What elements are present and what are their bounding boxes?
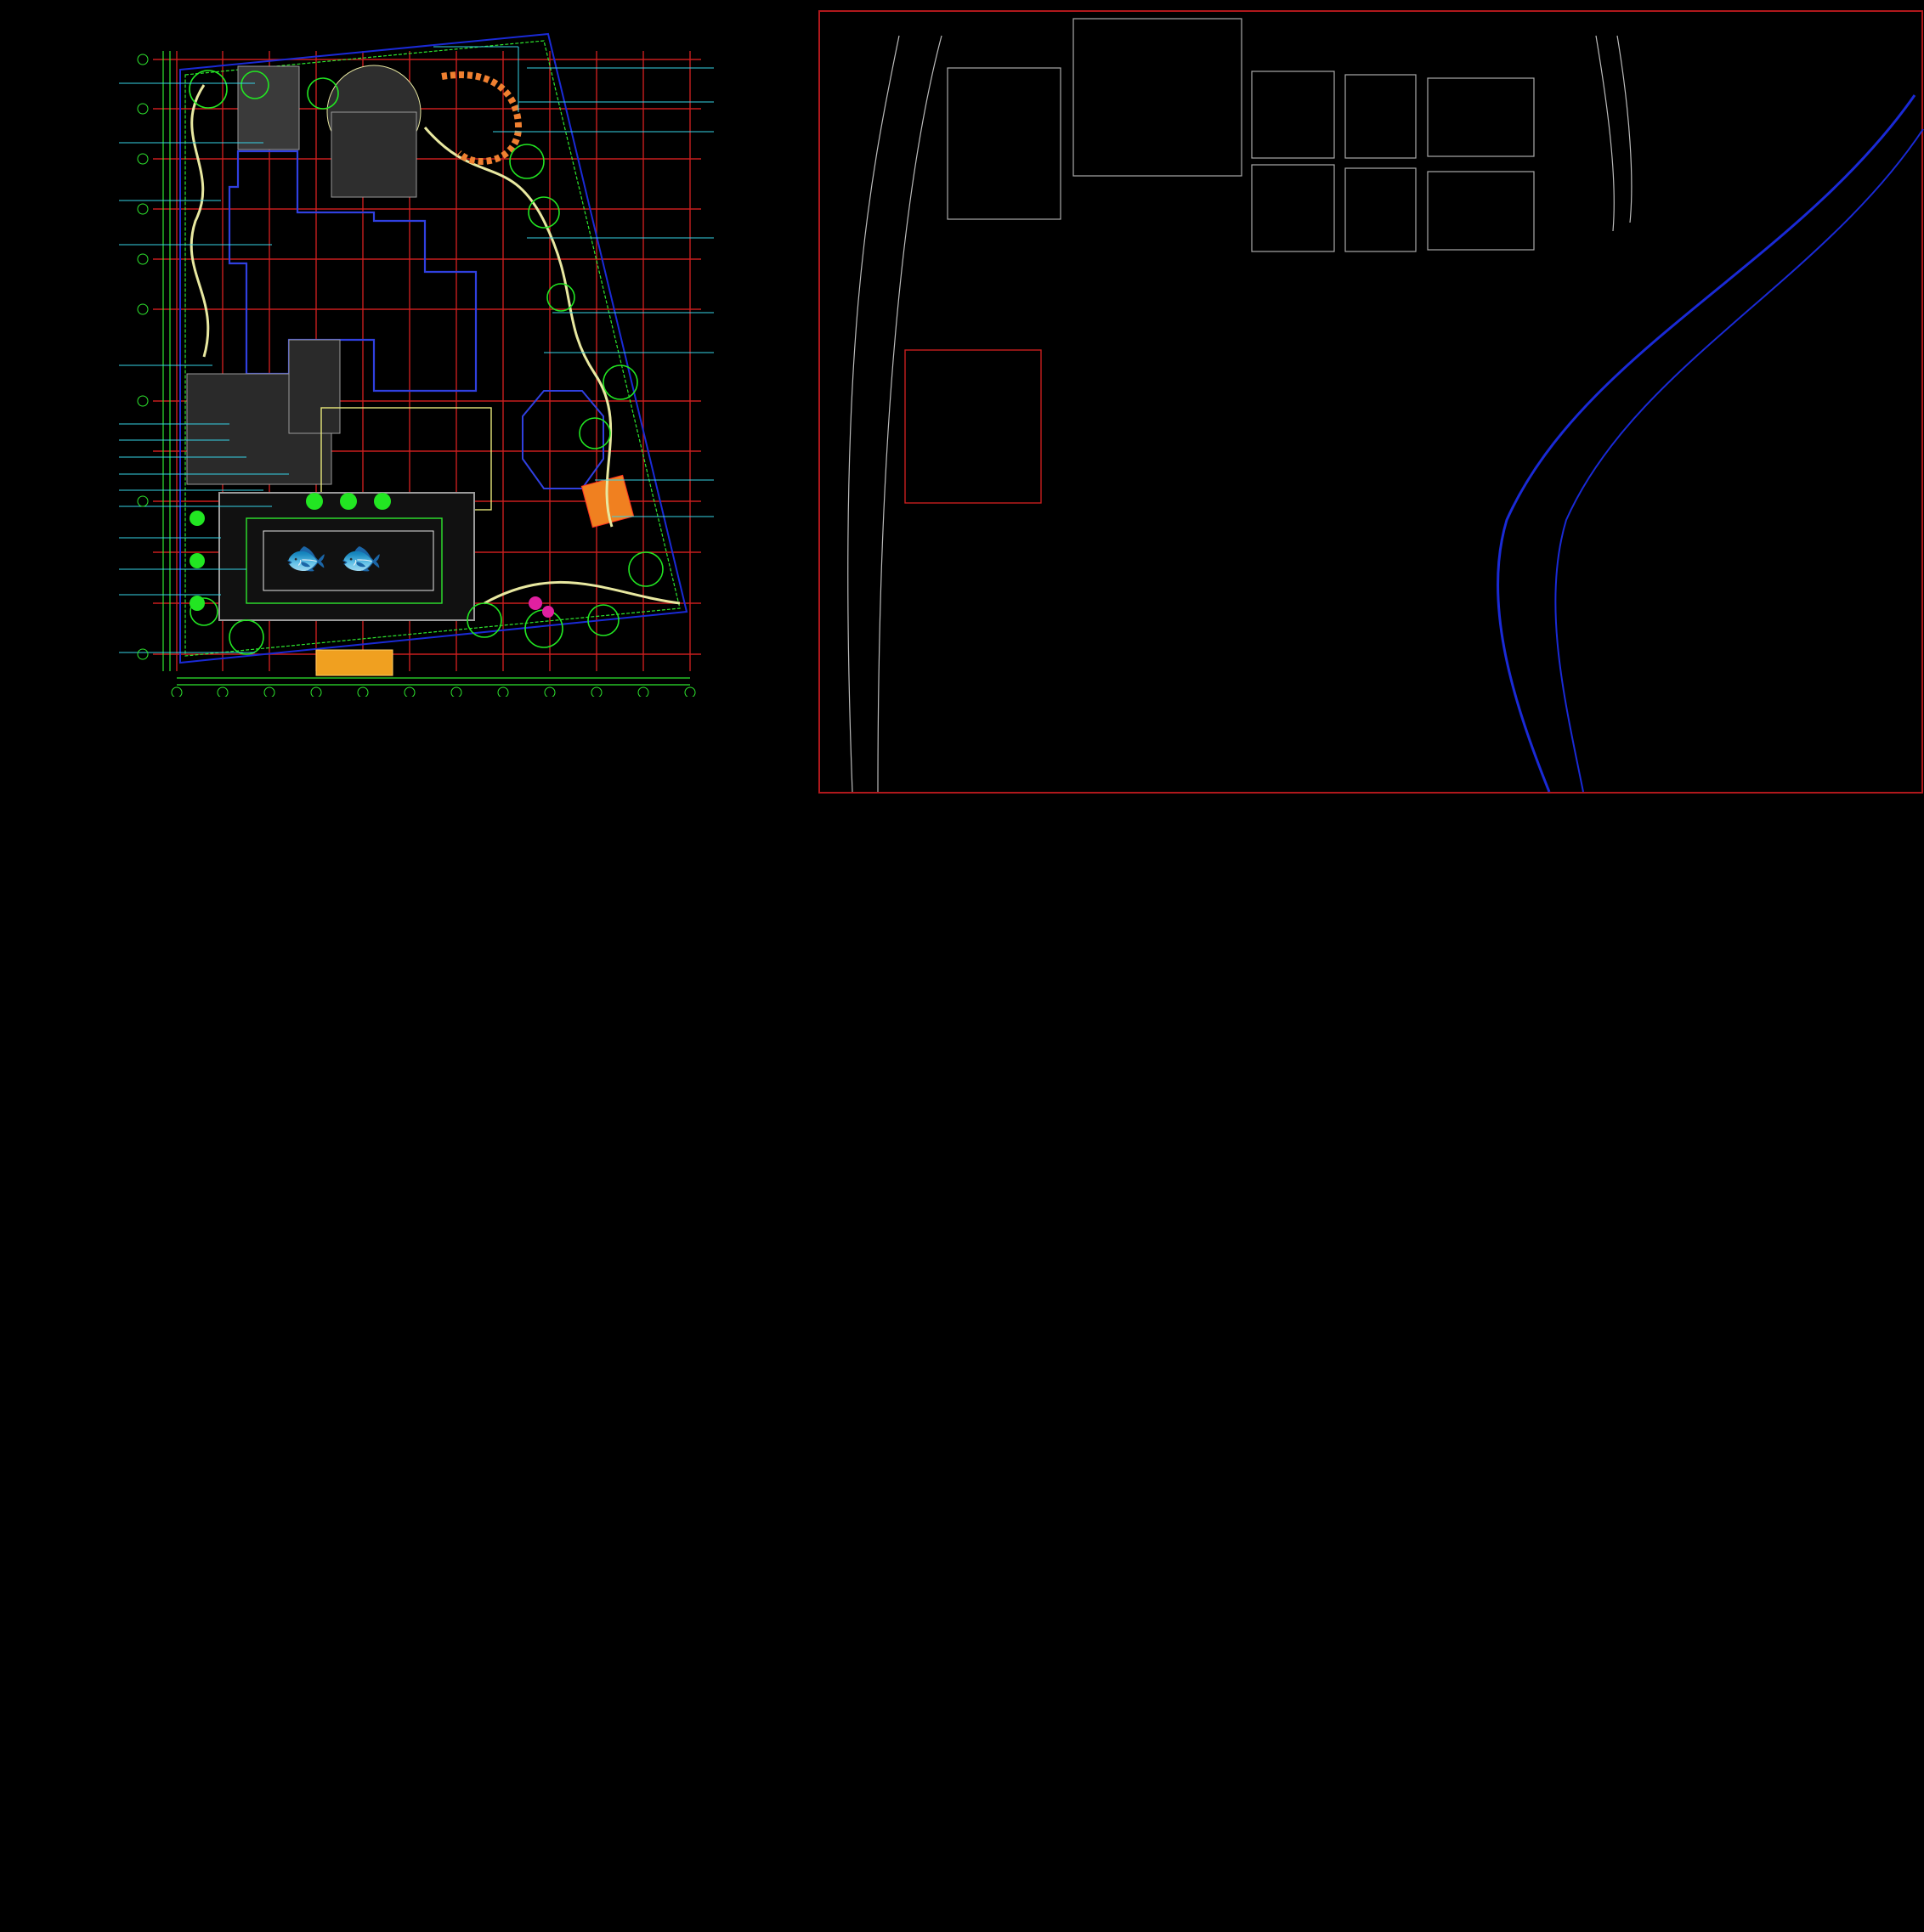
svg-text:🐟: 🐟: [340, 539, 382, 578]
top-left-plan-drawing: 🐟 🐟: [119, 32, 714, 697]
svg-text:🐟: 🐟: [285, 539, 327, 578]
plan-top-right: [818, 10, 1924, 794]
top-right-plan-drawing: [818, 10, 1924, 794]
plan-top-left: 🐟 🐟: [119, 17, 714, 697]
